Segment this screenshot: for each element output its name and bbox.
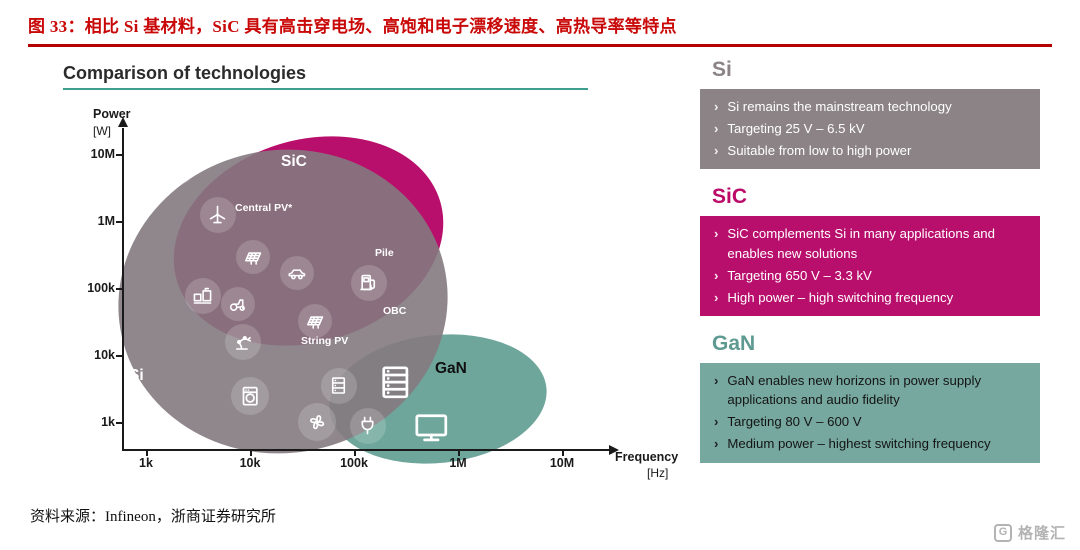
chart-title-underline <box>63 88 588 90</box>
header-rule <box>28 44 1052 47</box>
si-panel-title: Si <box>712 58 732 81</box>
bullet-text: High power – high switching frequency <box>727 289 954 305</box>
gan-bullet-1: › GaN enables new horizons in power supp… <box>714 371 1028 409</box>
y-tick <box>116 422 123 424</box>
sic-bullet-2: › Targeting 650 V – 3.3 kV <box>714 266 1028 285</box>
power-transmission-towers-icon <box>125 153 173 187</box>
chevron-bullet-icon: › <box>714 414 719 430</box>
bullet-text: GaN enables new horizons in power supply… <box>727 372 982 408</box>
y-tick-label: 10M <box>90 147 115 161</box>
gelonghui-watermark-text: 格隆汇 <box>1017 525 1066 542</box>
sic-panel: SiC › SiC complements Si in many applica… <box>700 185 1040 316</box>
y-axis <box>122 128 124 450</box>
x-axis-arrow-icon <box>609 445 619 455</box>
x-tick-label: 1k <box>139 456 153 470</box>
gan-panel-title: GaN <box>712 331 756 355</box>
sic-bullet-1: › SiC complements Si in many application… <box>714 224 1028 262</box>
si-panel-box: › Si remains the mainstream technology ›… <box>700 89 1040 170</box>
chevron-bullet-icon: › <box>714 143 719 159</box>
chevron-bullet-icon: › <box>714 99 719 114</box>
wind-turbine-icon <box>200 197 236 233</box>
x-tick-label: 1M <box>449 456 467 470</box>
y-axis-arrow-icon <box>118 117 128 127</box>
si-region-label: Si <box>129 367 144 384</box>
obc-label: OBC <box>383 305 407 317</box>
industrial-equipment-icon <box>185 278 221 314</box>
ev-charging-pile-icon <box>351 265 387 301</box>
x-axis-unit: [Hz] <box>647 466 669 480</box>
x-axis-title: Frequency <box>615 450 679 464</box>
x-tick <box>146 449 148 456</box>
y-tick <box>116 288 123 290</box>
sic-bullet-3: › High power – high switching frequency <box>714 288 1028 307</box>
chart-title: Comparison of technologies <box>63 63 307 83</box>
gan-bullet-3: › Medium power – highest switching frequ… <box>714 434 1028 453</box>
x-tick <box>458 449 460 456</box>
sic-panel-title: SiC <box>712 185 748 209</box>
y-tick-label: 10k <box>94 348 115 362</box>
bullet-text: Suitable from low to high power <box>727 143 912 159</box>
y-tick-label: 100k <box>87 281 115 295</box>
tractor-icon <box>221 287 255 321</box>
robot-arm-icon <box>225 324 261 360</box>
y-axis-title: Power <box>93 107 131 121</box>
central-pv-solar-panel-icon <box>236 240 270 274</box>
bullet-text: Targeting 650 V – 3.3 kV <box>727 267 872 283</box>
bullet-text: Si remains the mainstream technology <box>727 99 952 114</box>
x-tick-label: 100k <box>340 456 368 470</box>
monitor-icon <box>410 406 452 448</box>
server-rack-large-icon <box>374 361 416 403</box>
string-pv-solar-panel-icon <box>298 304 332 338</box>
si-panel: Si › Si remains the mainstream technolog… <box>700 58 1040 170</box>
x-tick <box>354 449 356 456</box>
gelonghui-logo-icon: G <box>993 523 1012 542</box>
central-pv-label: Central PV* <box>235 202 293 214</box>
x-tick-label: 10k <box>239 456 261 470</box>
chevron-bullet-icon: › <box>714 289 719 305</box>
si-bullet-3: › Suitable from low to high power <box>714 141 1028 160</box>
string-pv-label: String PV <box>301 335 349 347</box>
x-tick-label: 10M <box>549 456 575 470</box>
chevron-bullet-icon: › <box>714 436 719 452</box>
bullet-text: SiC complements Si in many applications … <box>727 226 995 261</box>
figure-title: 图 33：相比 Si 基材料，SiC 具有高击穿电场、高饱和电子漂移速度、高热导… <box>28 17 677 36</box>
y-tick <box>116 355 123 357</box>
bullet-text: Targeting 80 V – 600 V <box>727 414 862 430</box>
x-tick <box>250 449 252 456</box>
chevron-bullet-icon: › <box>714 267 719 283</box>
washing-machine-icon <box>231 377 269 415</box>
chevron-bullet-icon: › <box>714 121 719 137</box>
y-tick-label: 1M <box>97 214 115 228</box>
gan-region-label: GaN <box>435 360 467 377</box>
bullet-text: Targeting 25 V – 6.5 kV <box>727 121 865 137</box>
electric-car-icon <box>280 256 314 290</box>
gan-bullet-2: › Targeting 80 V – 600 V <box>714 412 1028 431</box>
x-tick <box>562 449 564 456</box>
sic-panel-box: › SiC complements Si in many application… <box>700 216 1040 316</box>
sic-region-label: SiC <box>281 153 307 170</box>
y-tick-label: 1k <box>101 415 115 429</box>
pile-label: Pile <box>375 247 394 259</box>
gelonghui-watermark: G 格隆汇 <box>993 522 1066 543</box>
y-tick <box>116 154 123 156</box>
chevron-bullet-icon: › <box>714 226 719 242</box>
high-speed-train-icon <box>166 156 194 184</box>
y-tick <box>116 221 123 223</box>
gan-panel-box: › GaN enables new horizons in power supp… <box>700 362 1040 463</box>
si-bullet-1: › Si remains the mainstream technology <box>714 97 1028 116</box>
cooling-fan-icon <box>298 403 336 441</box>
bullet-text: Medium power – highest switching frequen… <box>727 436 991 452</box>
server-rack-icon <box>321 368 357 404</box>
gan-panel: GaN › GaN enables new horizons in power … <box>700 332 1040 463</box>
technology-summary-panels: Si › Si remains the mainstream technolog… <box>700 58 1040 463</box>
technology-comparison-chart: Central PV* Pile OBC String PV Si SiC Ga… <box>63 95 708 495</box>
y-axis-unit: [W] <box>93 124 111 138</box>
si-bullet-2: › Targeting 25 V – 6.5 kV <box>714 119 1028 138</box>
chevron-bullet-icon: › <box>714 372 719 388</box>
source-note: 资料来源：Infineon，浙商证券研究所 <box>30 509 276 525</box>
x-axis <box>122 449 610 451</box>
power-plug-icon <box>350 408 386 444</box>
